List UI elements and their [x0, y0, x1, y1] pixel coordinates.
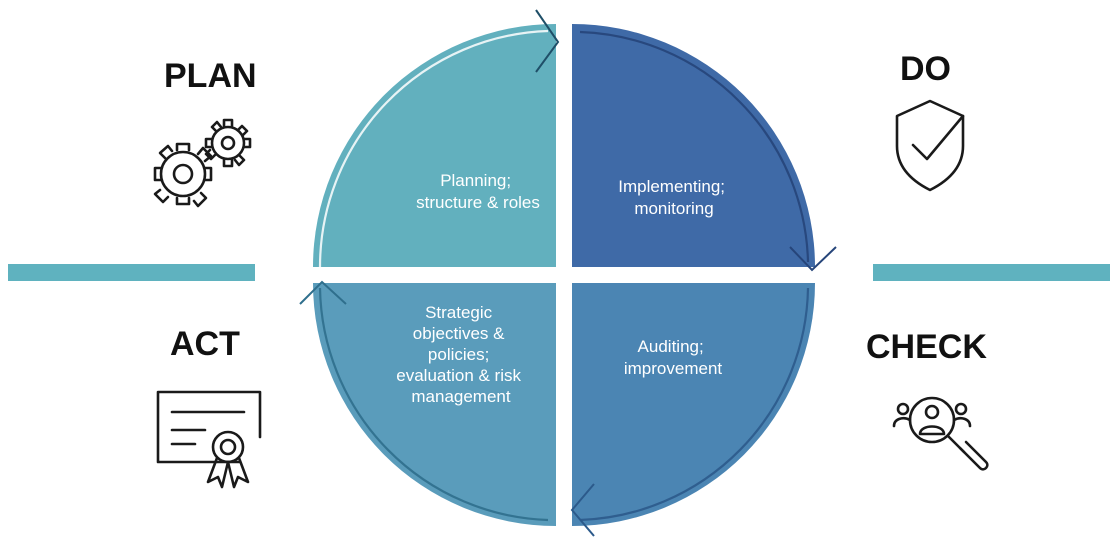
- quadrant-auditing-line-1: Auditing;: [638, 337, 704, 356]
- strategic-arrow: [318, 287, 549, 522]
- right-divider-bar: [873, 264, 1110, 281]
- certificate-icon: [156, 390, 262, 489]
- svg-text:Implementing; monitoring: Implementing; monitoring: [618, 177, 730, 218]
- quadrant-strategic-line-4: evaluation & risk: [396, 366, 521, 385]
- quadrant-planning: Planning; structure & roles: [313, 9, 560, 268]
- planning-arrow-head: [535, 9, 560, 73]
- auditing-arrow: [579, 287, 810, 522]
- left-divider-bar: [8, 264, 255, 281]
- quadrant-strategic: Strategic objectives & policies; evaluat…: [299, 280, 556, 526]
- quadrant-strategic-line-3: policies;: [428, 345, 489, 364]
- phase-label-plan: PLAN: [164, 57, 257, 95]
- quadrant-strategic-line-5: management: [411, 387, 511, 406]
- quadrant-strategic-line-2: objectives &: [413, 324, 505, 343]
- planning-arrow: [318, 29, 549, 268]
- svg-text:Auditing; improvement: Auditing; improvement: [624, 337, 723, 378]
- quadrant-auditing-shape: [572, 283, 815, 526]
- quadrant-auditing: Auditing; improvement: [570, 283, 815, 537]
- phase-label-do: DO: [900, 50, 951, 88]
- phase-label-act: ACT: [170, 325, 240, 363]
- quadrant-planning-line-1: Planning;: [440, 171, 511, 190]
- quadrant-auditing-line-2: improvement: [624, 359, 723, 378]
- quadrant-implementing-line-1: Implementing;: [618, 177, 725, 196]
- implementing-arrow: [579, 30, 810, 263]
- quadrant-strategic-line-1: Strategic: [425, 303, 493, 322]
- quadrant-planning-shape: [313, 24, 556, 267]
- quadrant-implementing-line-2: monitoring: [634, 199, 713, 218]
- quadrant-implementing: Implementing; monitoring: [572, 24, 837, 272]
- auditing-arrow-head: [570, 483, 595, 537]
- quadrant-implementing-shape: [572, 24, 815, 267]
- implementing-arrow-head: [789, 246, 837, 272]
- quadrant-planning-line-2: structure & roles: [416, 193, 540, 212]
- phase-label-check: CHECK: [866, 328, 987, 366]
- gears-icon: [153, 118, 252, 208]
- svg-text:Strategic objectives &: Strategic objectives & policies; evaluat…: [396, 303, 525, 406]
- quadrant-strategic-shape: [313, 283, 556, 526]
- people-magnifier-icon: [892, 396, 989, 471]
- strategic-arrow-head: [299, 280, 347, 305]
- svg-text:Planning; structure & ro: Planning; structure & roles: [416, 171, 540, 212]
- shield-check-icon: [895, 99, 965, 192]
